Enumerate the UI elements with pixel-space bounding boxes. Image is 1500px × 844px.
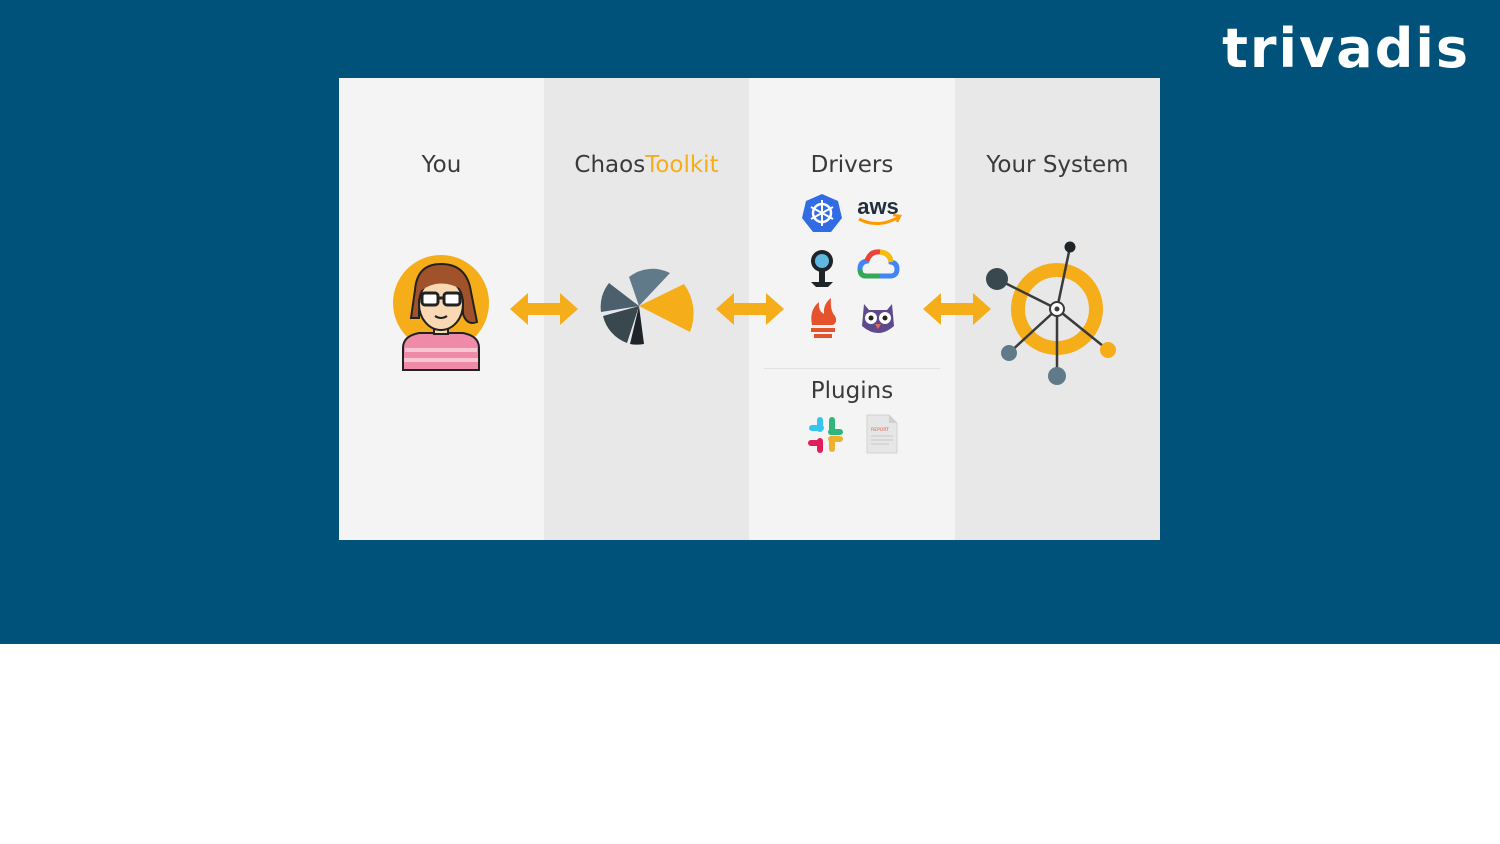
vault-icon [811, 250, 833, 287]
report-label: REPORT [871, 427, 889, 433]
slack-icon [808, 417, 843, 453]
toolkit-word: Toolkit [645, 152, 719, 178]
trivadis-logo: trivadis [1222, 17, 1470, 80]
person-avatar-icon [393, 255, 489, 371]
column-chaostoolkit: ChaosToolkit [544, 78, 749, 540]
column-title-drivers: Drivers [810, 152, 894, 178]
owl-icon [862, 304, 894, 333]
double-arrow-icon [510, 293, 578, 325]
column-title-your-system: Your System [986, 152, 1129, 178]
system-network-icon [986, 241, 1116, 385]
column-title-chaostoolkit: ChaosToolkit [544, 152, 749, 178]
slide-background: trivadis You ChaosToolkit Drivers Plugin… [0, 0, 1500, 644]
kubernetes-icon [802, 194, 842, 232]
double-arrow-icon [716, 293, 784, 325]
double-arrow-icon [923, 293, 991, 325]
drivers-plugins-divider [764, 368, 940, 369]
aws-label: aws [857, 194, 899, 219]
column-title-you: You [421, 152, 462, 178]
chaostoolkit-logo-icon [600, 268, 694, 345]
column-title-plugins: Plugins [810, 378, 894, 404]
prometheus-icon [811, 298, 837, 338]
chaos-toolkit-diagram: You ChaosToolkit Drivers Plugins Your Sy… [339, 78, 1160, 540]
report-icon: REPORT [866, 414, 898, 454]
chaos-word: Chaos [574, 152, 646, 178]
google-cloud-icon [857, 249, 900, 279]
diagram-graphics: aws [393, 194, 1116, 454]
aws-icon: aws [857, 194, 902, 225]
